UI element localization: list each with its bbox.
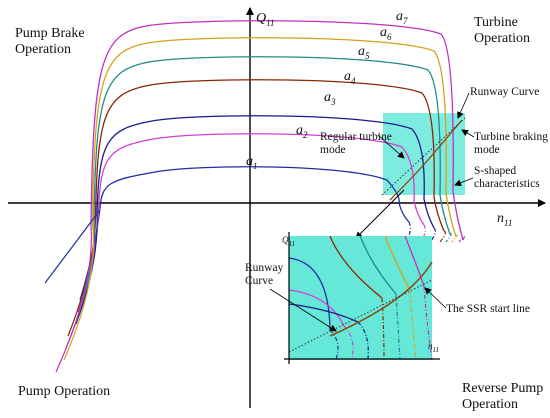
series-curve xyxy=(91,37,457,238)
ssr-pointer xyxy=(424,287,447,309)
series-s-branch xyxy=(458,235,465,243)
series-label: a1 xyxy=(246,154,258,171)
inset-series-curve xyxy=(384,235,411,291)
series-pump-tail xyxy=(75,213,98,325)
inset-series-curve xyxy=(288,289,345,327)
series-s-branch xyxy=(445,233,452,243)
series-label: a7 xyxy=(396,9,408,26)
inset-series-branch xyxy=(329,329,339,360)
series-curve xyxy=(99,166,410,223)
series-s-branch xyxy=(419,224,426,243)
zoom-pointer xyxy=(355,189,405,239)
runway-dotted-line xyxy=(381,117,466,196)
series-s-branch xyxy=(439,230,446,243)
inset-runway-line xyxy=(329,261,433,337)
inset-series-branch xyxy=(395,293,401,360)
series-label: a5 xyxy=(358,44,370,61)
annotation-runway: Runway Curve xyxy=(470,86,539,98)
inset-series-branch xyxy=(357,321,369,360)
inset-x-label: n11 xyxy=(428,341,439,354)
s-shaped-dashed-curves xyxy=(404,221,465,243)
x-axis-label: n11 xyxy=(497,211,512,228)
pump-turbine-curves xyxy=(44,20,464,373)
series-label: a4 xyxy=(344,69,356,86)
series-curve xyxy=(94,79,445,232)
series-curve xyxy=(97,133,425,226)
inset-ssr-line xyxy=(288,279,433,353)
series-label: a6 xyxy=(380,25,392,42)
inset-series-curve xyxy=(404,235,425,287)
y-axis-label: Q11 xyxy=(256,11,274,28)
series-pump-lead xyxy=(44,209,101,284)
inset-series-curve xyxy=(329,235,383,299)
series-pump-tail xyxy=(63,222,95,361)
series-label: a2 xyxy=(296,123,308,140)
series-label: a3 xyxy=(324,90,336,107)
braking-pointer xyxy=(461,129,475,138)
inset-runway-pointer xyxy=(269,288,337,332)
inset-series-branch xyxy=(409,289,417,360)
annotation-ssr: The SSR start line xyxy=(446,303,530,315)
quadrant-bottom-left: Pump Operation xyxy=(18,384,110,399)
inset-series-branch xyxy=(381,297,385,360)
runway-pointer xyxy=(457,92,470,119)
series-s-branch xyxy=(429,227,436,243)
inset-series-curve xyxy=(359,235,397,295)
series-pump-tail xyxy=(55,225,92,373)
inset-y-label: Q11 xyxy=(282,235,295,248)
s-shaped-pointer xyxy=(454,177,474,187)
inset-plot: Q11 n11 xyxy=(282,232,440,364)
inset-background xyxy=(289,236,432,360)
series-curve xyxy=(96,115,435,229)
series-curve xyxy=(93,56,451,235)
runway-curve-line xyxy=(389,119,463,201)
series-s-branch xyxy=(451,234,458,243)
series-curve xyxy=(90,20,464,241)
regular-pointer xyxy=(377,134,405,159)
inset-series-curve xyxy=(288,257,331,331)
